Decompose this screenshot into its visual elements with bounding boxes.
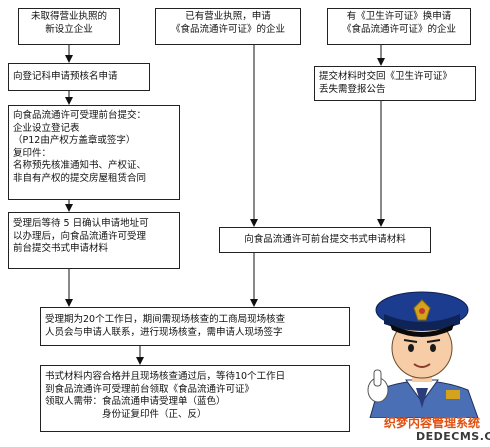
- step-text: 以办理后，向食品流通许可受理: [13, 230, 147, 242]
- step-text: 身份证复印件（正、反）: [45, 408, 207, 420]
- step-text: 新设立企业: [45, 23, 93, 35]
- watermark-brand: 织梦内容管理系统: [384, 416, 481, 430]
- step-new-enterprise: 未取得营业执照的 新设立企业: [18, 8, 120, 45]
- step-text: 非自有产权的提交房屋租赁合同: [13, 172, 147, 184]
- step-text: 受理后等待 5 日确认申请地址可: [13, 218, 149, 229]
- step-onsite-inspection: 受理期为20个工作日，期间需现场核查的工商局现场核查 人员会与申请人联系，进行现…: [40, 307, 350, 346]
- step-text: 人员会与申请人联系，进行现场核查，需申请人现场签字: [45, 326, 283, 338]
- watermark-url: DEDECMS.COM: [416, 430, 490, 443]
- step-text: 向食品流通许可受理前台提交：: [13, 110, 147, 121]
- step-return-hygiene-permit: 提交材料时交回《卫生许可证》 丢失需登报公告: [314, 66, 476, 101]
- step-text: 复印件：: [13, 147, 52, 159]
- step-text: 受理期为20个工作日，期间需现场核查的工商局现场核查: [45, 314, 286, 325]
- step-submit-registration: 向食品流通许可受理前台提交： 企业设立登记表 （P12由产权方盖章或签字） 复印…: [8, 105, 180, 200]
- step-hygiene-permit-holder: 有《卫生许可证》换申请 《食品流通许可证》的企业: [327, 8, 471, 45]
- step-text: 向登记科申请预核名申请: [13, 71, 118, 82]
- step-collect-license: 书式材料内容合格并且现场核查通过后，等待10个工作日 到食品流通许可受理前台领取…: [40, 365, 350, 432]
- step-licensed-enterprise: 已有营业执照，申请 《食品流通许可证》的企业: [155, 8, 301, 45]
- step-text: 有《卫生许可证》换申请: [346, 11, 452, 22]
- step-text: 到食品流通许可受理前台领取《食品流通许可证》: [45, 383, 255, 395]
- step-text: 名称预先核准通知书、产权证、: [13, 160, 147, 171]
- step-text: 企业设立登记表: [13, 122, 80, 134]
- step-text: 丢失需登报公告: [319, 83, 386, 95]
- step-text: 未取得营业执照的: [30, 11, 107, 22]
- step-text: 《食品流通许可证》的企业: [341, 23, 456, 35]
- officer-illustration-icon: [367, 291, 479, 418]
- step-text: 书式材料内容合格并且现场核查通过后，等待10个工作日: [45, 371, 286, 382]
- step-text: 《食品流通许可证》的企业: [170, 23, 285, 35]
- step-text: 向食品流通许可前台提交书式申请材料: [244, 234, 406, 245]
- step-text: 提交材料时交回《卫生许可证》: [319, 71, 453, 82]
- step-wait-address-confirm: 受理后等待 5 日确认申请地址可 以办理后，向食品流通许可受理 前台提交书式申请…: [8, 212, 180, 269]
- step-name-precheck: 向登记科申请预核名申请: [8, 63, 150, 91]
- step-submit-written-materials: 向食品流通许可前台提交书式申请材料: [219, 227, 431, 253]
- step-text: （P12由产权方盖章或签字）: [13, 135, 136, 146]
- step-text: 领取人需带：食品流通申请受理单（蓝色）: [45, 396, 226, 407]
- step-text: 前台提交书式申请材料: [13, 243, 109, 254]
- step-text: 已有营业执照，申请: [185, 11, 271, 22]
